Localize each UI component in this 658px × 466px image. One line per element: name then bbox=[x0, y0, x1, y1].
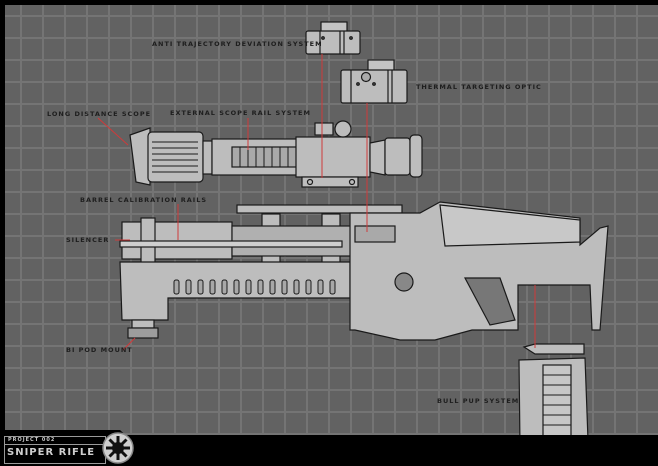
barrel-assembly bbox=[119, 204, 403, 339]
long-distance-scope bbox=[129, 120, 423, 188]
drawing-title: SNIPER RIFLE bbox=[7, 447, 96, 458]
label-anti-trajectory: ANTI TRAJECTORY DEVIATION SYSTEM bbox=[152, 40, 323, 48]
label-bullpup: BULL PUP SYSTEM bbox=[437, 397, 520, 405]
callout-leaders bbox=[97, 54, 536, 351]
receiver-and-stock bbox=[349, 201, 609, 341]
label-thermal-optic: THERMAL TARGETING OPTIC bbox=[416, 83, 542, 91]
title-divider bbox=[4, 444, 104, 445]
label-long-scope: LONG DISTANCE SCOPE bbox=[47, 110, 152, 118]
project-number: PROJECT 002 bbox=[8, 437, 56, 443]
label-barrel-rails: BARREL CALIBRATION RAILS bbox=[80, 196, 208, 204]
title-block: PROJECT 002 SNIPER RIFLE bbox=[0, 428, 150, 466]
cog-emblem-icon bbox=[102, 432, 134, 464]
label-bipod: BI POD MOUNT bbox=[66, 346, 133, 354]
anti-trajectory-module bbox=[305, 21, 361, 55]
label-silencer: SILENCER bbox=[66, 236, 110, 244]
bullpup-magazine bbox=[518, 343, 589, 448]
thermal-targeting-optic-module bbox=[340, 59, 408, 104]
label-scope-rail: EXTERNAL SCOPE RAIL SYSTEM bbox=[170, 109, 311, 117]
